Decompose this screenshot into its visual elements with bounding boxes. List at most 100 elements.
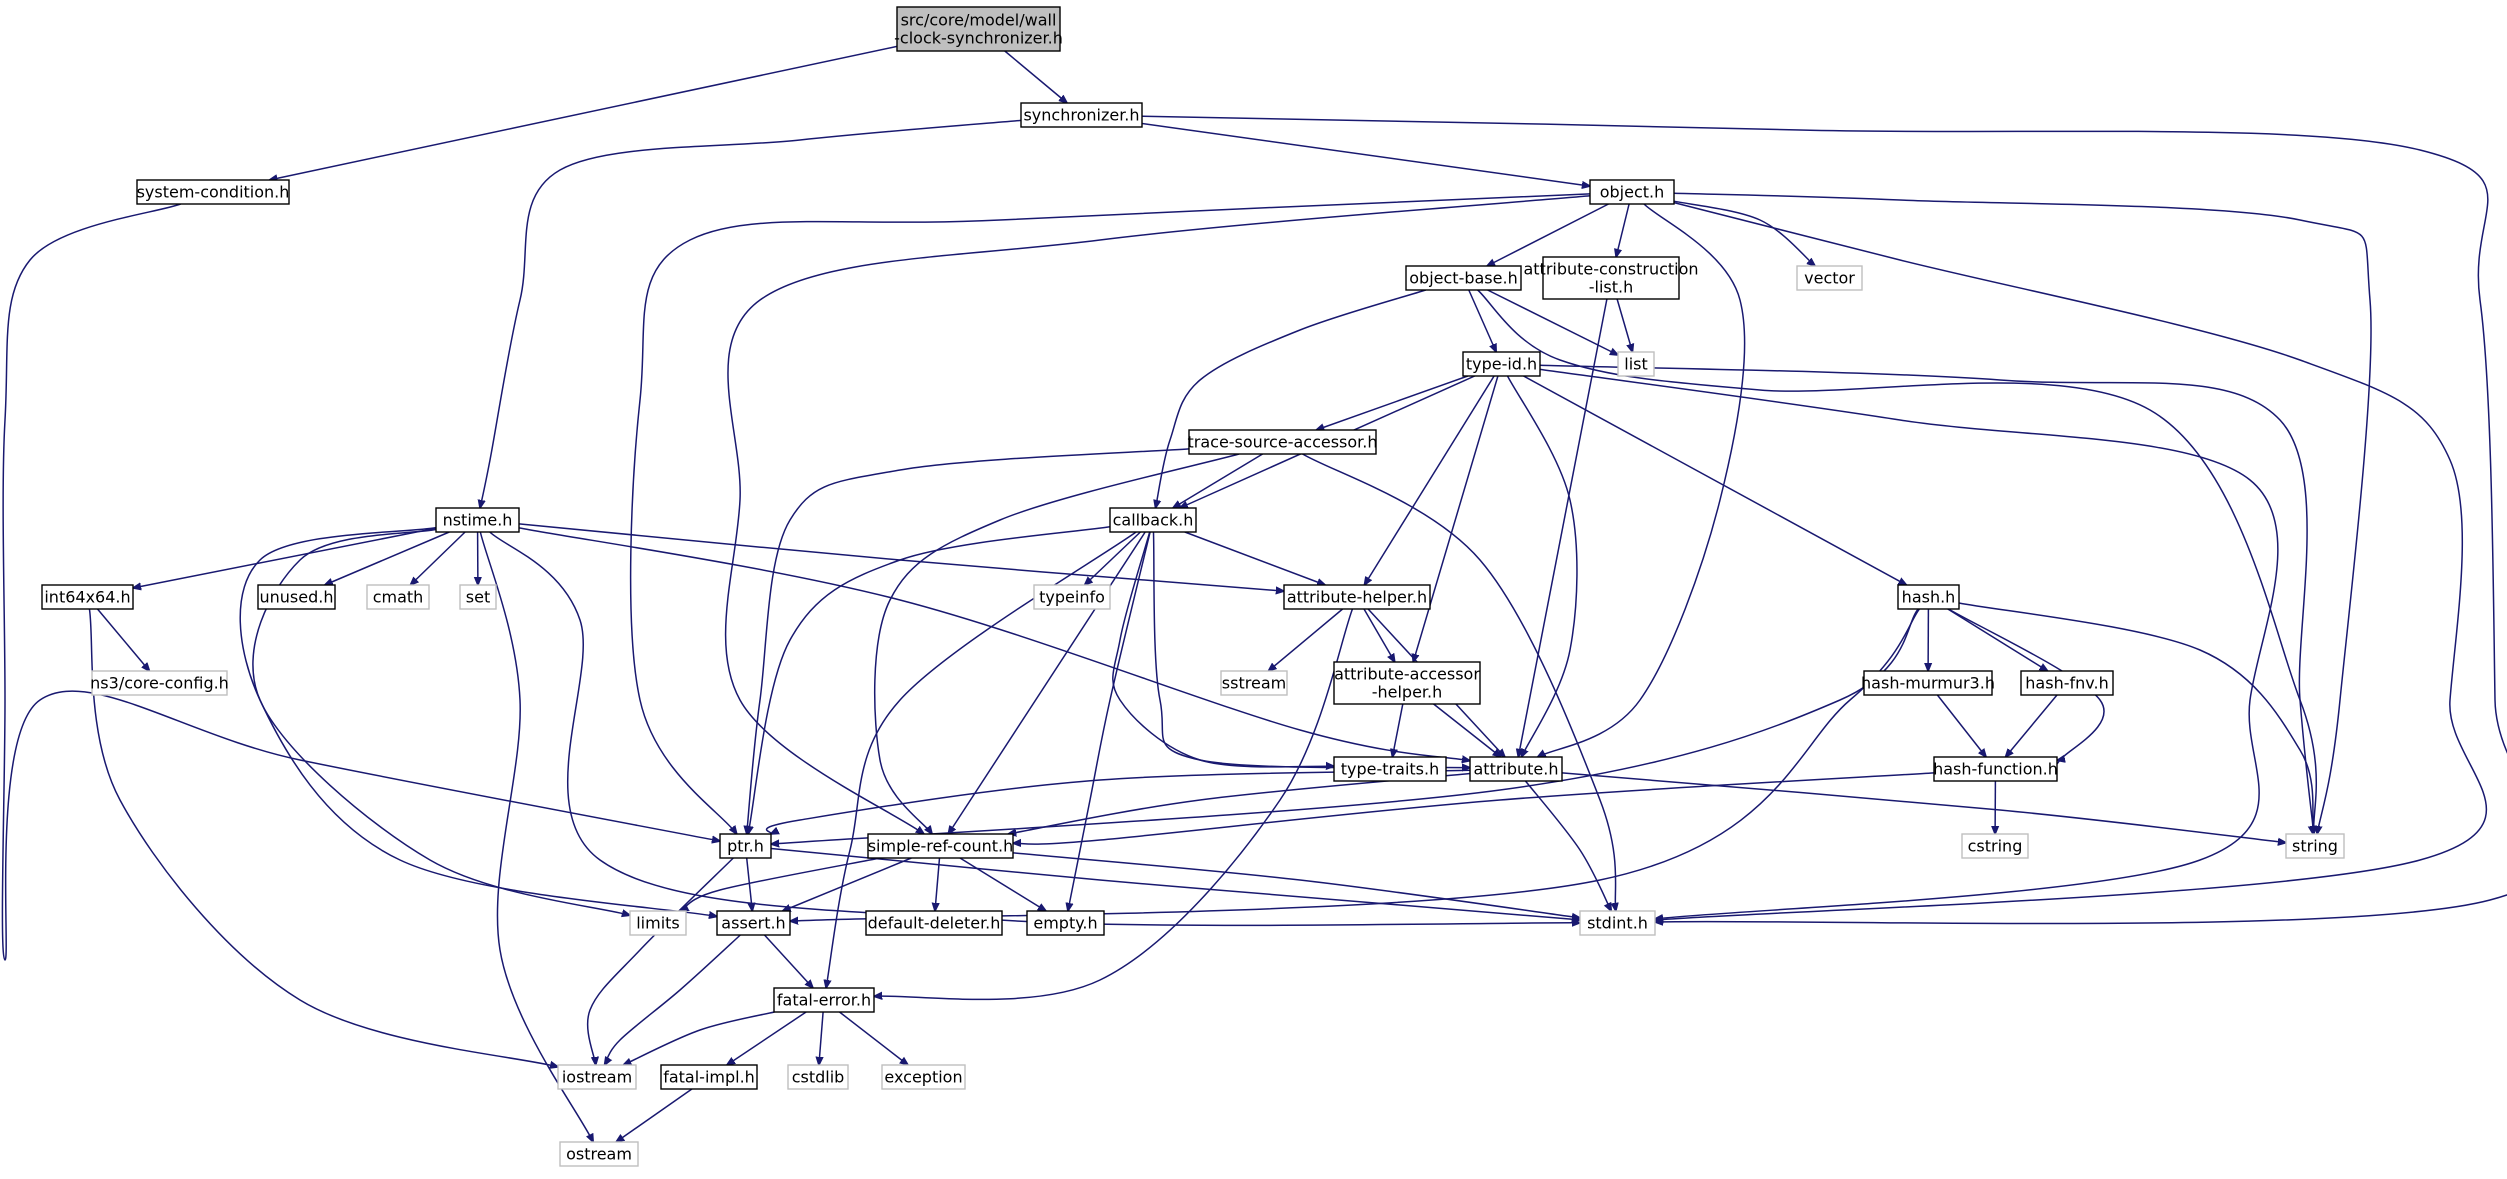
node-box	[1469, 756, 1563, 782]
edge-callback-to-type-traits	[1112, 531, 1334, 767]
edge-attribute-accessor-helper-to-attribute	[1433, 703, 1501, 757]
edge-type-id-to-attribute	[1506, 375, 1578, 757]
node-label: attribute-accessor	[1334, 665, 1480, 684]
node-ptr[interactable]: ptr.h	[719, 833, 772, 859]
edge-attribute-accessor-helper-to-type-traits	[1392, 703, 1404, 757]
node-label: hash-function.h	[1933, 760, 2058, 779]
node-type-traits[interactable]: type-traits.h	[1333, 756, 1447, 782]
node-label: limits	[636, 914, 680, 933]
edge-trace-source-accessor-to-stdint	[1302, 453, 1616, 911]
edge-nstime-to-cmath	[410, 531, 466, 585]
node-hash-function[interactable]: hash-function.h	[1933, 756, 2058, 782]
node-hash-fnv[interactable]: hash-fnv.h	[2020, 670, 2114, 696]
node-label: simple-ref-count.h	[868, 837, 1014, 856]
edge-type-id-to-attribute-accessor-helper	[1413, 375, 1499, 662]
node-callback[interactable]: callback.h	[1109, 507, 1197, 533]
node-label: type-traits.h	[1341, 760, 1439, 779]
node-label: empty.h	[1033, 914, 1097, 933]
node-label: attribute.h	[1473, 760, 1558, 779]
node-box	[867, 833, 1014, 859]
node-attribute[interactable]: attribute.h	[1469, 756, 1563, 782]
node-box	[1333, 661, 1481, 705]
node-iostream: iostream	[557, 1064, 637, 1090]
node-object[interactable]: object.h	[1589, 179, 1675, 205]
edge-object-to-attribute-construction-list	[1616, 203, 1630, 257]
node-label: vector	[1804, 269, 1855, 288]
edge-object-to-string	[1673, 192, 2372, 834]
node-exception: exception	[881, 1064, 966, 1090]
node-box	[1283, 584, 1431, 610]
node-box	[660, 1064, 758, 1090]
edge-object-to-vector	[1673, 200, 1815, 266]
node-root[interactable]: src/core/model/wall-clock-synchronizer.h	[894, 6, 1063, 52]
node-object-base[interactable]: object-base.h	[1405, 265, 1522, 291]
node-cstdlib: cstdlib	[787, 1064, 849, 1090]
node-box	[1961, 833, 2029, 859]
node-nstime[interactable]: nstime.h	[435, 507, 520, 533]
edge-type-id-to-trace-source-accessor	[1316, 375, 1469, 430]
node-box	[91, 670, 228, 696]
node-trace-source-accessor[interactable]: trace-source-accessor.h	[1187, 429, 1378, 455]
edge-hash-to-string	[1958, 602, 2313, 834]
node-synchronizer[interactable]: synchronizer.h	[1020, 102, 1143, 128]
node-assert[interactable]: assert.h	[716, 910, 791, 936]
edge-int64x64-to-ns3-core-config	[96, 608, 150, 671]
node-vector: vector	[1796, 265, 1863, 291]
edge-assert-to-iostream	[605, 934, 741, 1065]
node-label: iostream	[562, 1068, 632, 1087]
edge-simple-ref-count-to-default-deleter	[935, 857, 941, 911]
node-unused[interactable]: unused.h	[257, 584, 336, 610]
node-set: set	[459, 584, 497, 610]
edge-synchronizer-to-nstime	[480, 119, 1022, 508]
edge-hash-function-to-simple-ref-count	[1013, 772, 1935, 844]
node-hash[interactable]: hash.h	[1897, 584, 1960, 610]
node-label: nstime.h	[443, 511, 513, 530]
edge-callback-to-empty	[1068, 531, 1151, 911]
edge-callback-to-attribute	[1152, 531, 1470, 768]
edge-type-id-to-string	[1539, 364, 2314, 834]
edge-attribute-helper-to-fatal-error	[874, 608, 1354, 1001]
edge-callback-to-ptr	[748, 526, 1111, 834]
node-label: cstdlib	[792, 1068, 845, 1087]
edge-attribute-helper-to-attribute-accessor-helper	[1363, 608, 1395, 662]
edge-fatal-error-to-exception	[839, 1011, 909, 1065]
node-box	[2020, 670, 2114, 696]
edge-simple-ref-count-to-empty	[959, 857, 1046, 911]
node-typeinfo: typeinfo	[1033, 584, 1111, 610]
node-type-id[interactable]: type-id.h	[1462, 351, 1541, 377]
edge-object-to-attribute	[1538, 203, 1746, 757]
edge-object-base-to-string	[1477, 289, 2317, 834]
node-box	[459, 584, 497, 610]
node-box	[1863, 670, 1993, 696]
node-box	[257, 584, 336, 610]
node-default-deleter[interactable]: default-deleter.h	[865, 910, 1003, 936]
node-attribute-accessor-helper[interactable]: attribute-accessor-helper.h	[1333, 661, 1481, 705]
node-box	[1333, 756, 1447, 782]
node-attribute-helper[interactable]: attribute-helper.h	[1283, 584, 1431, 610]
node-box	[41, 584, 134, 610]
node-fatal-impl[interactable]: fatal-impl.h	[660, 1064, 758, 1090]
node-box	[1109, 507, 1197, 533]
node-box	[773, 987, 875, 1013]
edge-attribute-construction-list-to-attribute	[1518, 298, 1608, 757]
node-fatal-error[interactable]: fatal-error.h	[773, 987, 875, 1013]
node-system-condition[interactable]: system-condition.h	[136, 179, 290, 205]
node-box	[435, 507, 520, 533]
edge-trace-source-accessor-to-simple-ref-count	[873, 453, 1240, 834]
file-nodes: src/core/model/wall-clock-synchronizer.h…	[41, 6, 2345, 1167]
node-hash-murmur3[interactable]: hash-murmur3.h	[1861, 670, 1995, 696]
node-int64x64[interactable]: int64x64.h	[41, 584, 134, 610]
node-box	[1796, 265, 1863, 291]
edge-assert-to-fatal-error	[763, 934, 814, 988]
edge-hash-fnv-to-hash-function	[2006, 694, 2058, 757]
edge-callback-to-typeinfo	[1085, 531, 1141, 585]
node-simple-ref-count[interactable]: simple-ref-count.h	[867, 833, 1014, 859]
node-box	[865, 910, 1003, 936]
node-label: exception	[884, 1068, 962, 1087]
edge-trace-source-accessor-to-ptr	[747, 448, 1190, 834]
node-label: ns3/core-config.h	[90, 674, 229, 693]
node-attribute-construction-list[interactable]: attribute-construction-list.h	[1523, 256, 1699, 300]
node-empty[interactable]: empty.h	[1026, 910, 1105, 936]
edge-type-id-to-stdint	[1539, 368, 2279, 918]
